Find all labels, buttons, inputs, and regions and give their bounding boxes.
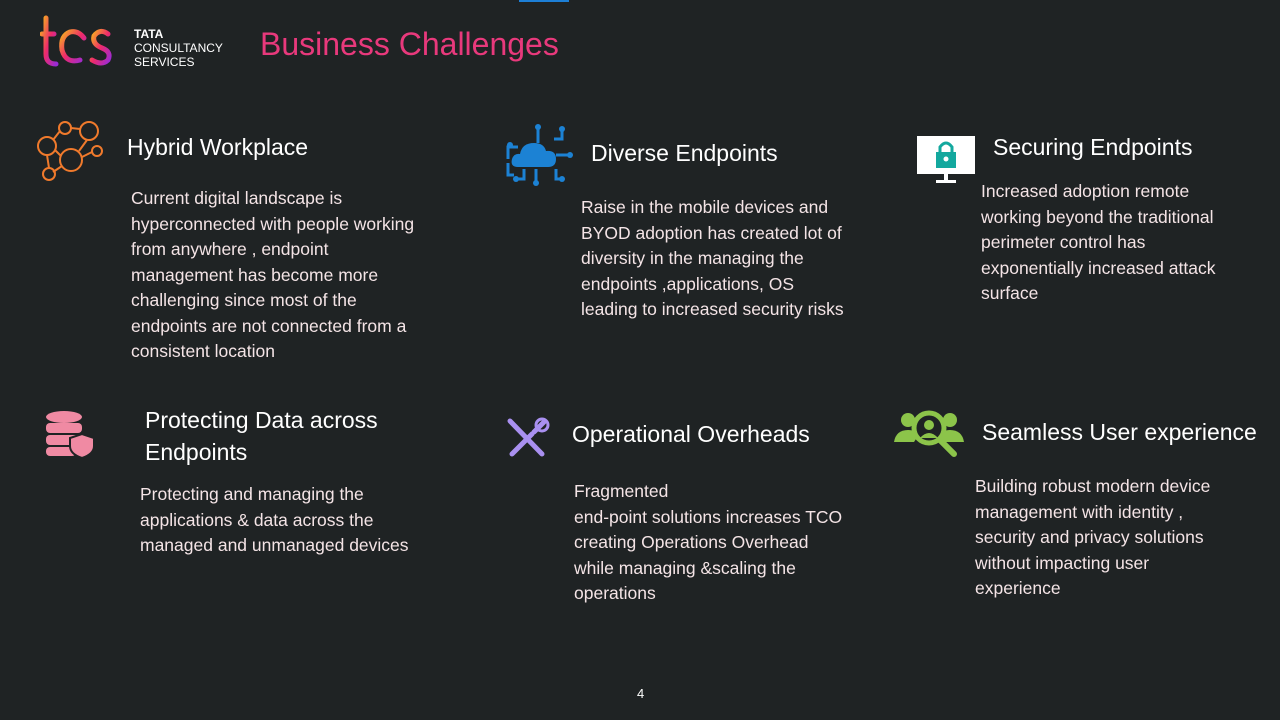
card-text-operational-overheads: Fragmented end-point solutions increases… (574, 481, 843, 603)
top-indicator (519, 0, 569, 2)
logo-text-tata: TATA (134, 27, 164, 41)
page-number: 4 (637, 686, 645, 701)
page-title: Business Challenges (260, 26, 559, 62)
card-text-securing-endpoints: Increased adoption remote working beyond… (981, 181, 1216, 303)
card-title-seamless-user-experience: Seamless User experience (982, 419, 1257, 445)
cloud-circuit-icon (506, 124, 573, 186)
network-people-icon (37, 121, 103, 181)
card-title-operational-overheads: Operational Overheads (572, 421, 810, 447)
logo-text-consultancy: CONSULTANCY (134, 41, 223, 55)
card-text-hybrid-workplace: Current digital landscape is hyperconnec… (131, 188, 415, 361)
user-search-icon (894, 410, 964, 457)
card-title-hybrid-workplace: Hybrid Workplace (127, 134, 309, 160)
tcs-logo: TATA CONSULTANCY SERVICES (39, 14, 240, 70)
card-text-seamless-user-experience: Building robust modern device management… (975, 476, 1211, 598)
card-title-diverse-endpoints: Diverse Endpoints (591, 140, 778, 166)
card-text-diverse-endpoints: Raise in the mobile devices and BYOD ado… (581, 197, 844, 319)
tools-icon (507, 417, 550, 457)
monitor-lock-icon (917, 136, 975, 183)
database-shield-icon (46, 411, 95, 460)
card-title-protecting-data: Protecting Data across Endpoints (145, 407, 378, 465)
tcs-logo-mark (39, 15, 112, 67)
logo-text-services: SERVICES (134, 55, 195, 69)
card-text-protecting-data: Protecting and managing the applications… (140, 484, 409, 555)
card-title-securing-endpoints: Securing Endpoints (993, 134, 1193, 160)
